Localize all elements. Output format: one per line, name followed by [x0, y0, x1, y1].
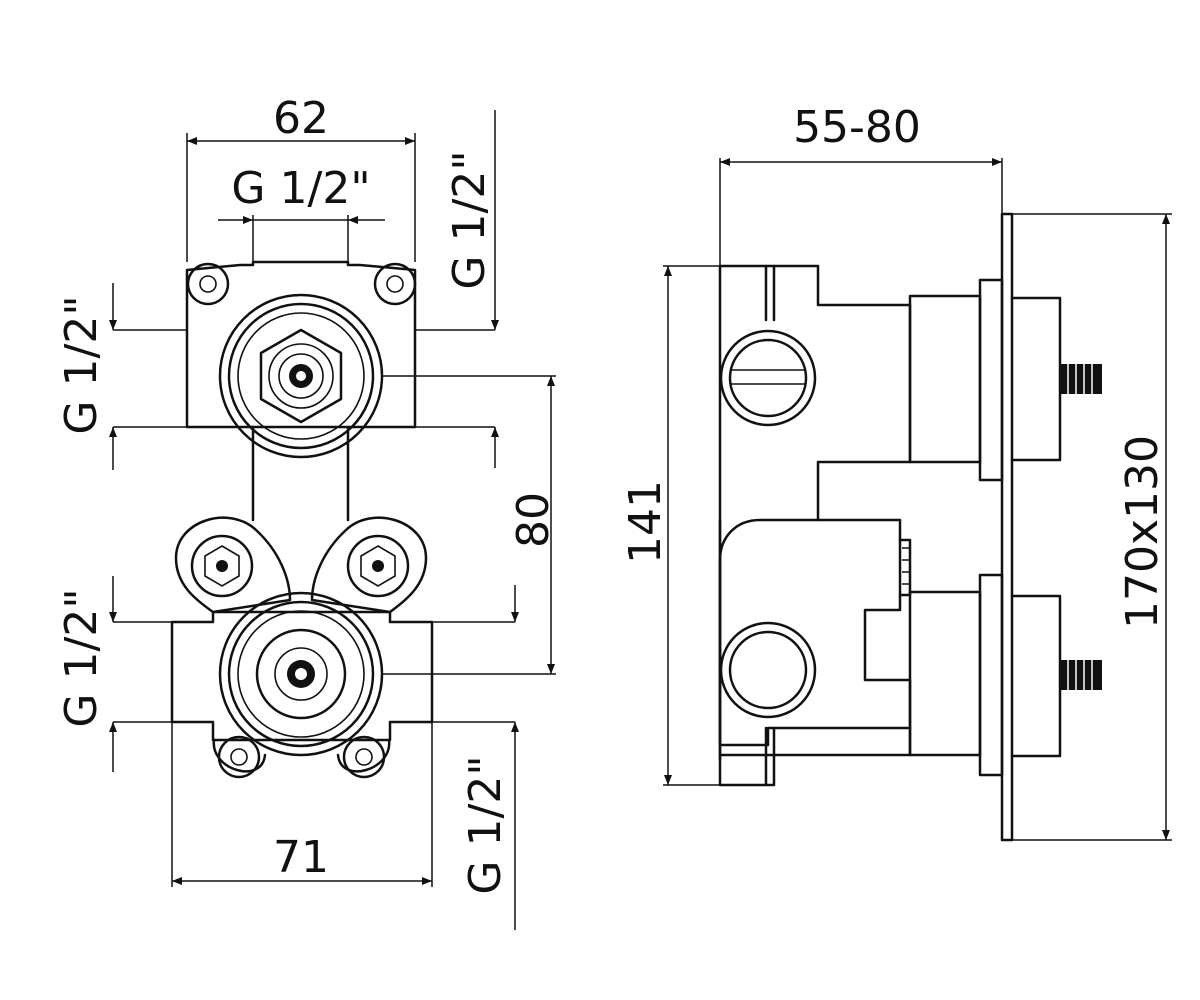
dim-text-141: 141 — [620, 480, 671, 564]
left-inlet-lobe — [174, 516, 292, 614]
side-cover-plate — [1000, 212, 1014, 842]
side-lower-block — [816, 518, 912, 730]
side-upper-spindle-housing — [1010, 296, 1062, 462]
dimension-top-inlet: G 1/2" — [218, 163, 385, 262]
dim-text-top-inlet: G 1/2" — [231, 163, 370, 214]
side-lower-flange — [978, 573, 1004, 777]
side-view: 55-80 141 170x130 — [620, 102, 1172, 842]
lower-right-outlet-stub — [432, 621, 515, 723]
side-lower-spindle-housing — [1010, 594, 1062, 758]
upper-right-mount-ear — [373, 262, 417, 306]
dimension-lower-right-outlet: G 1/2" — [460, 585, 519, 930]
front-view: 62 G 1/2" G 1/2" G 1/2" 80 — [56, 93, 559, 930]
dim-text-upper-left-outlet: G 1/2" — [56, 295, 107, 434]
side-nut — [898, 538, 912, 597]
upper-right-outlet-stub — [415, 329, 495, 428]
side-nut-lines — [902, 547, 910, 585]
dim-text-62: 62 — [273, 93, 329, 144]
right-inlet-lobe — [310, 516, 428, 614]
side-upper-spindle — [1060, 364, 1102, 394]
side-upper-port — [719, 329, 817, 427]
dim-text-lower-right-outlet: G 1/2" — [460, 755, 511, 894]
dimension-141: 141 — [620, 265, 766, 786]
lower-left-outlet-stub — [113, 621, 172, 723]
side-upper-cartridge — [908, 294, 982, 464]
side-lower-cartridge — [908, 590, 982, 757]
dim-text-71: 71 — [273, 832, 329, 883]
dim-text-upper-right-outlet: G 1/2" — [444, 150, 495, 289]
body-connector — [251, 425, 350, 522]
side-body-ribs — [764, 264, 776, 787]
side-lower-spindle — [1060, 660, 1102, 690]
lower-left-mount-ear — [212, 735, 267, 779]
dim-text-55-80: 55-80 — [793, 102, 921, 153]
dim-text-170x130: 170x130 — [1117, 435, 1168, 629]
dimension-upper-left-outlet: G 1/2" — [56, 283, 117, 470]
upper-left-outlet-stub — [113, 329, 187, 428]
dimension-170x130: 170x130 — [1012, 213, 1172, 841]
side-valve-body — [718, 264, 912, 757]
dimension-55-80: 55-80 — [719, 102, 1003, 266]
dimension-71: 71 — [171, 722, 433, 887]
upper-cartridge — [218, 293, 384, 459]
dimension-80: 80 — [382, 375, 559, 675]
upper-left-mount-ear — [186, 262, 230, 306]
dimension-upper-right-outlet: G 1/2" — [444, 110, 499, 468]
lower-right-mount-ear — [336, 735, 391, 779]
lower-cartridge — [218, 591, 384, 757]
dim-text-80: 80 — [508, 492, 559, 548]
side-lower-port — [719, 621, 817, 719]
dimension-62: 62 — [186, 93, 416, 262]
dimension-lower-left-outlet: G 1/2" — [56, 576, 117, 772]
dim-text-lower-left-outlet: G 1/2" — [56, 588, 107, 727]
side-upper-flange — [978, 278, 1004, 482]
